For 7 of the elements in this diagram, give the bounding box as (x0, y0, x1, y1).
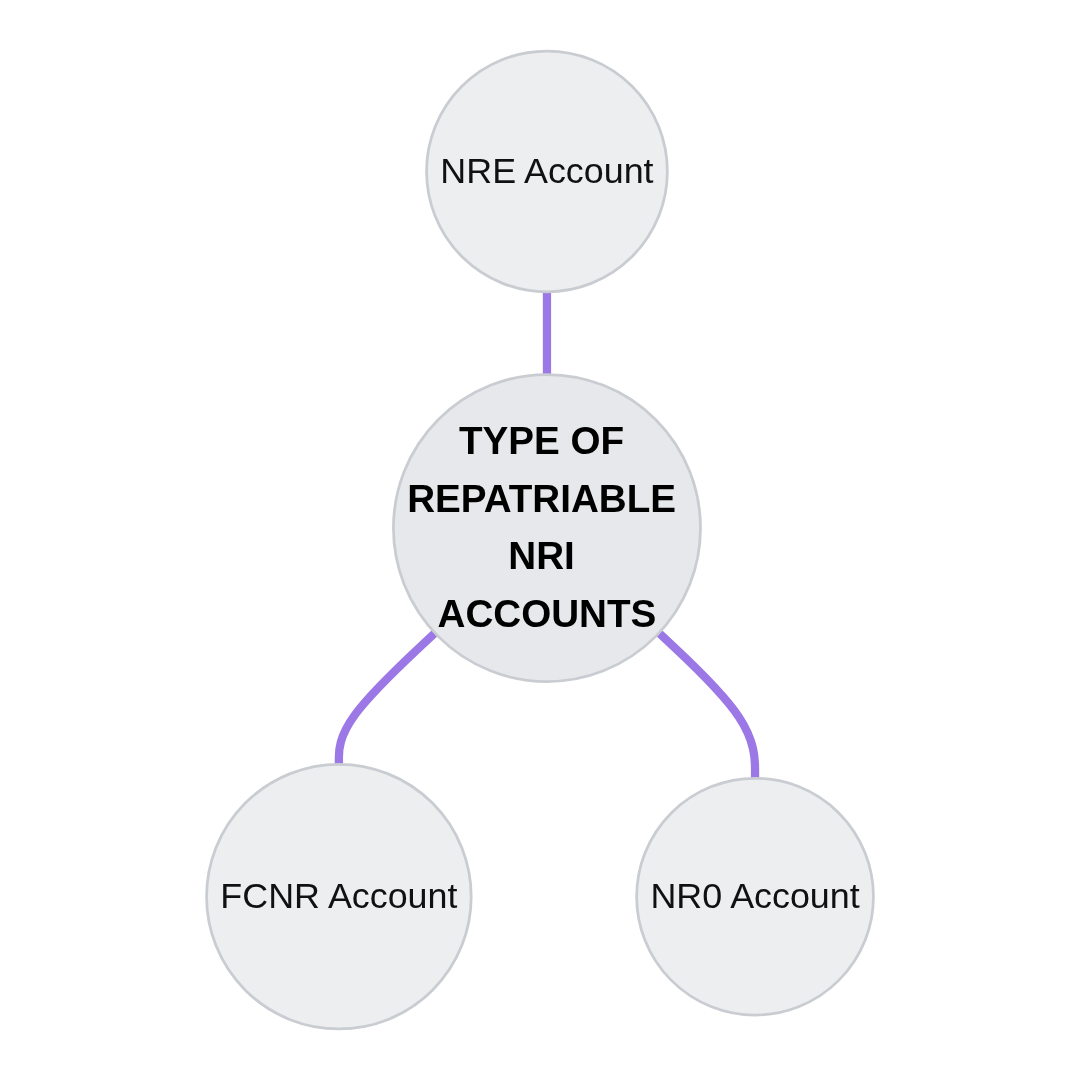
node-circle: NRE Account (425, 49, 669, 294)
node-circle: TYPE OF REPATRIABLE NRI ACCOUNTS (392, 373, 702, 683)
node-circle: NR0 Account (635, 776, 875, 1017)
connector (334, 630, 438, 765)
connector (656, 630, 760, 779)
node-circle: FCNR Account (205, 762, 473, 1031)
connector (542, 291, 552, 375)
